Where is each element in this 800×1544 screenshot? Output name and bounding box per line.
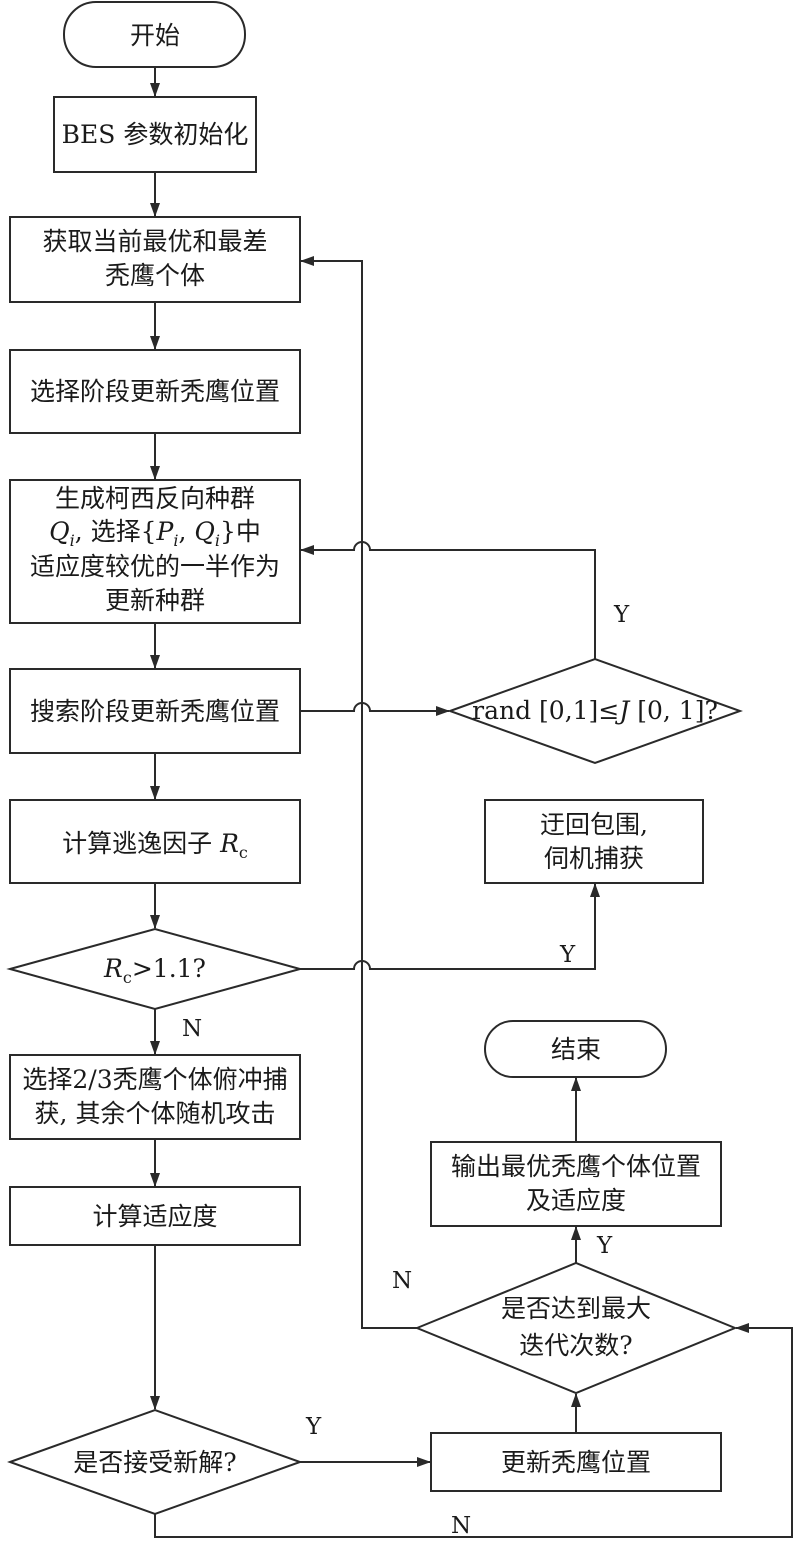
edge-search-rand xyxy=(300,702,450,716)
node-fitness-label: 计算适应度 xyxy=(92,1202,217,1231)
node-cauchy-line1: 生成柯西反向种群 xyxy=(55,484,255,513)
node-end: 结束 xyxy=(484,1020,667,1078)
node-accept: 是否接受新解? xyxy=(7,1408,303,1516)
node-cauchy-line3: 适应度较优的一半作为 xyxy=(30,552,280,581)
edge-label-rand-yes: Y xyxy=(613,602,630,628)
node-init: BES 参数初始化 xyxy=(53,96,257,173)
node-max-iter: 是否达到最大 迭代次数? xyxy=(414,1261,738,1395)
node-end-label: 结束 xyxy=(551,1035,601,1064)
edge-label-rc-no: N xyxy=(182,1016,202,1042)
node-get-best-worst-line2: 秃鹰个体 xyxy=(105,261,205,290)
edge-rand-yes xyxy=(300,541,596,659)
node-start-label: 开始 xyxy=(130,21,180,50)
node-cauchy-line4: 更新种群 xyxy=(105,586,205,615)
node-encircle: 迂回包围, 伺机捕获 xyxy=(484,799,704,884)
node-select-stage: 选择阶段更新秃鹰位置 xyxy=(9,349,301,434)
edge-label-rc-yes: Y xyxy=(559,942,576,968)
node-update-pos: 更新秃鹰位置 xyxy=(430,1432,722,1492)
node-dive-line2: 获, 其余个体随机攻击 xyxy=(35,1099,276,1128)
edge-label-accept-yes: Y xyxy=(305,1414,322,1440)
node-cauchy: 生成柯西反向种群 Qi, 选择{Pi, Qi}中 适应度较优的一半作为 更新种群 xyxy=(9,479,301,624)
node-rc-check-label: Rc>1.1? xyxy=(103,954,206,987)
edge-label-iter-yes: Y xyxy=(596,1233,613,1259)
node-encircle-line1: 迂回包围, xyxy=(540,810,648,839)
node-max-iter-line2: 迭代次数? xyxy=(519,1331,632,1360)
node-cauchy-line2: Qi, 选择{Pi, Qi}中 xyxy=(49,517,261,550)
node-output-line2: 及适应度 xyxy=(526,1186,626,1215)
node-max-iter-line1: 是否达到最大 xyxy=(501,1294,651,1323)
node-start: 开始 xyxy=(63,1,246,68)
node-encircle-line2: 伺机捕获 xyxy=(544,844,644,873)
edge-accept-no xyxy=(154,1323,793,1538)
node-search-stage-label: 搜索阶段更新秃鹰位置 xyxy=(30,697,280,726)
node-init-label: BES 参数初始化 xyxy=(62,120,249,149)
node-escape-factor: 计算逃逸因子 Rc xyxy=(9,799,301,884)
edge-label-accept-no: N xyxy=(451,1513,471,1539)
edge-rc-yes xyxy=(300,883,600,970)
node-accept-label: 是否接受新解? xyxy=(73,1448,236,1477)
node-fitness: 计算适应度 xyxy=(9,1186,301,1246)
node-rand-check: rand [0,1]≤J [0, 1]? xyxy=(447,657,743,765)
node-output-line1: 输出最优秃鹰个体位置 xyxy=(451,1152,701,1181)
node-dive-line1: 选择2/3秃鹰个体俯冲捕 xyxy=(22,1065,287,1094)
node-output: 输出最优秃鹰个体位置 及适应度 xyxy=(430,1141,722,1227)
edge-label-iter-no: N xyxy=(392,1268,412,1294)
node-update-pos-label: 更新秃鹰位置 xyxy=(501,1448,651,1477)
node-escape-factor-label: 计算逃逸因子 Rc xyxy=(62,829,248,862)
node-rand-check-label: rand [0,1]≤J [0, 1]? xyxy=(472,696,718,725)
node-select-stage-label: 选择阶段更新秃鹰位置 xyxy=(30,377,280,406)
node-get-best-worst-line1: 获取当前最优和最差 xyxy=(42,227,267,256)
edge-maxiter-no xyxy=(300,256,417,1329)
node-search-stage: 搜索阶段更新秃鹰位置 xyxy=(9,668,301,754)
node-rc-check: Rc>1.1? xyxy=(6,927,304,1011)
node-get-best-worst: 获取当前最优和最差 秃鹰个体 xyxy=(9,216,301,303)
node-dive: 选择2/3秃鹰个体俯冲捕 获, 其余个体随机攻击 xyxy=(9,1054,301,1140)
